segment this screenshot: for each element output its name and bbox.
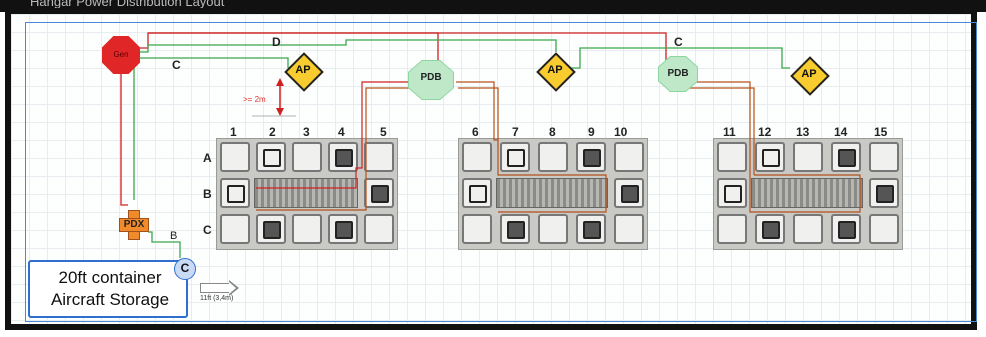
orange-cable-pdb1-right: [456, 81, 607, 213]
slot-14-c[interactable]: [831, 214, 861, 244]
slot-6-a[interactable]: [462, 142, 492, 172]
slot-12-a[interactable]: [755, 142, 785, 172]
width-arrow-body: [200, 283, 230, 293]
col-label-8: 8: [549, 125, 556, 139]
slot-10-a[interactable]: [614, 142, 644, 172]
slot-9-c[interactable]: [576, 214, 606, 244]
pdx-node[interactable]: PDX: [119, 210, 149, 240]
ap-label-2: AP: [547, 64, 563, 76]
row-label-a: A: [203, 151, 212, 165]
runway-3: [751, 178, 863, 208]
header-title: Hangar Power Distribution Layout: [30, 0, 225, 9]
col-label-1: 1: [230, 125, 237, 139]
cable-label-c-2: C: [674, 35, 683, 49]
container-storage-box[interactable]: 20ft container Aircraft Storage: [28, 260, 188, 318]
slot-1-a[interactable]: [220, 142, 250, 172]
container-line-1: 20ft container: [58, 268, 162, 287]
slot-8-c[interactable]: [538, 214, 568, 244]
pdb-node-1[interactable]: PDB: [408, 60, 454, 100]
slot-13-a[interactable]: [793, 142, 823, 172]
pdb-label-1: PDB: [420, 72, 442, 83]
pdb-label-2: PDB: [667, 68, 689, 79]
row-label-b: B: [203, 187, 212, 201]
container-line-2: Aircraft Storage: [50, 290, 170, 309]
col-label-3: 3: [303, 125, 310, 139]
slot-13-c[interactable]: [793, 214, 823, 244]
runway-2: [496, 178, 608, 208]
slot-1-b[interactable]: [220, 178, 250, 208]
clearance-label: >= 2m: [243, 95, 266, 104]
orange-cable-pdb2: [686, 81, 861, 213]
cable-label-c-1: C: [172, 58, 181, 72]
green-cable-to-ap-2: [140, 39, 557, 53]
ap-label-3: AP: [801, 68, 817, 80]
slot-14-a[interactable]: [831, 142, 861, 172]
col-label-7: 7: [512, 125, 519, 139]
generator-label: Gen: [113, 50, 129, 59]
selection-box: [25, 22, 977, 322]
col-label-14: 14: [834, 125, 848, 139]
col-label-4: 4: [338, 125, 345, 139]
canvas-frame: [5, 8, 977, 330]
col-label-12: 12: [758, 125, 772, 139]
slot-9-a[interactable]: [576, 142, 606, 172]
slot-15-c[interactable]: [869, 214, 899, 244]
red-cable-to-pdx: [120, 60, 128, 206]
slot-10-b[interactable]: [614, 178, 644, 208]
slot-2-a[interactable]: [256, 142, 286, 172]
green-cable-ap2-to-ap3: [568, 47, 790, 69]
slot-4-a[interactable]: [328, 142, 358, 172]
slot-3-c[interactable]: [292, 214, 322, 244]
slot-6-b[interactable]: [462, 178, 492, 208]
slot-15-b[interactable]: [869, 178, 899, 208]
slot-2-c[interactable]: [256, 214, 286, 244]
slot-10-c[interactable]: [614, 214, 644, 244]
ap-label-1: AP: [295, 64, 311, 76]
green-cable-to-ap-1: [140, 57, 289, 68]
c-marker[interactable]: C: [174, 258, 196, 280]
slot-7-c[interactable]: [500, 214, 530, 244]
slot-15-a[interactable]: [869, 142, 899, 172]
col-label-11: 11: [723, 125, 736, 139]
orange-cable-pdb2-b: [686, 87, 755, 175]
slot-12-c[interactable]: [755, 214, 785, 244]
slot-1-c[interactable]: [220, 214, 250, 244]
pdb-node-2[interactable]: PDB: [658, 56, 698, 92]
slot-11-c[interactable]: [717, 214, 747, 244]
orange-cable-pdb1-right-b: [458, 87, 499, 140]
generator-node[interactable]: Gen: [102, 36, 140, 74]
slot-5-c[interactable]: [364, 214, 394, 244]
orange-cable-pdb1-left-b: [256, 87, 418, 211]
slot-11-b[interactable]: [717, 178, 747, 208]
col-label-9: 9: [588, 125, 595, 139]
red-cable-to-pdb-2: [148, 32, 667, 60]
col-label-15: 15: [874, 125, 888, 139]
orange-cable-pdb1-left: [256, 81, 414, 189]
col-label-2: 2: [269, 125, 276, 139]
width-label: 11ft (3,4m): [200, 295, 234, 302]
runway-1: [254, 178, 358, 208]
col-label-5: 5: [380, 125, 387, 139]
cable-label-d: D: [272, 35, 281, 49]
pdx-label: PDX: [123, 219, 145, 230]
col-label-13: 13: [796, 125, 810, 139]
green-cable-pdx-to-container: [148, 231, 181, 258]
row-label-c: C: [203, 223, 212, 237]
slot-5-a[interactable]: [364, 142, 394, 172]
slot-4-c[interactable]: [328, 214, 358, 244]
cable-label-b: B: [170, 230, 178, 242]
slot-8-a[interactable]: [538, 142, 568, 172]
col-label-6: 6: [472, 125, 479, 139]
slot-3-a[interactable]: [292, 142, 322, 172]
slot-11-a[interactable]: [717, 142, 747, 172]
slot-6-c[interactable]: [462, 214, 492, 244]
slot-5-b[interactable]: [364, 178, 394, 208]
slot-7-a[interactable]: [500, 142, 530, 172]
col-label-10: 10: [614, 125, 628, 139]
